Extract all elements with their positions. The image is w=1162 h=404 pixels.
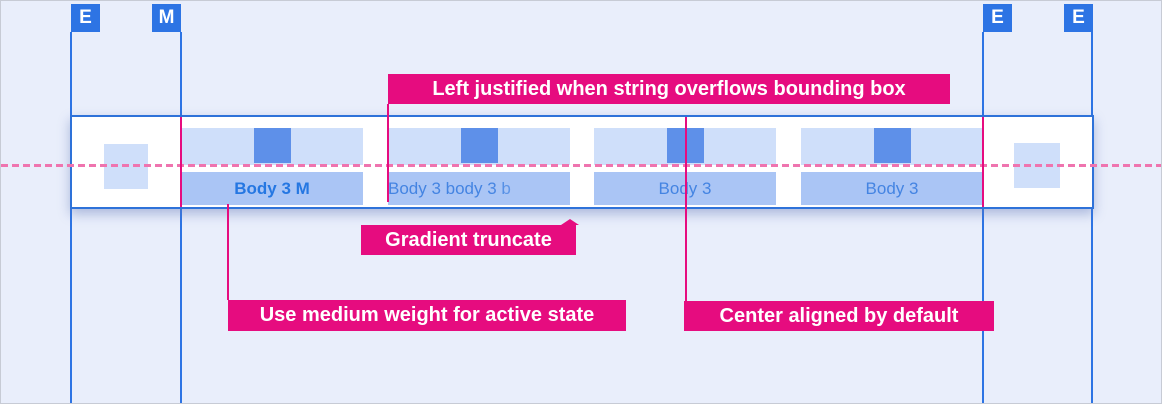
tab-item-default-2[interactable]: Body 3 — [801, 128, 983, 205]
annotation-left-justified: Left justified when string overflows bou… — [388, 74, 950, 104]
marker-e-left-outer: E — [71, 4, 100, 32]
tab-label-text: Body 3 body 3 b — [388, 179, 511, 198]
dashed-centerline — [1, 164, 1161, 167]
margin-line-left — [180, 117, 182, 207]
marker-m-left: M — [152, 4, 181, 32]
marker-e-right-outer: E — [1064, 4, 1093, 32]
tab-item-truncated[interactable]: Body 3 body 3 b — [388, 128, 570, 205]
tab-label: Body 3 — [801, 172, 983, 205]
tab-icon-area — [388, 128, 570, 165]
annotation-medium-weight: Use medium weight for active state — [228, 300, 626, 331]
tab-icon — [874, 128, 911, 163]
margin-line-right — [982, 117, 984, 207]
annotation-center-aligned: Center aligned by default — [684, 301, 994, 331]
pointer-up-icon — [561, 219, 579, 225]
gridline-margin-right — [982, 32, 984, 403]
tab-icon — [461, 128, 498, 163]
tab-icon-area — [181, 128, 363, 165]
connector-left-justified — [387, 104, 389, 202]
gridline-edge-left — [70, 32, 72, 403]
annotation-gradient-truncate: Gradient truncate — [361, 219, 579, 255]
gradient-truncate-fade — [492, 172, 570, 205]
tab-label: Body 3 M — [181, 172, 363, 205]
tab-icon — [254, 128, 291, 163]
annotation-gradient-truncate-text: Gradient truncate — [385, 229, 552, 251]
tab-label: Body 3 body 3 b — [388, 172, 570, 205]
tab-item-active[interactable]: Body 3 M — [181, 128, 363, 205]
gridline-margin-left — [180, 32, 182, 403]
gridline-edge-right — [1091, 32, 1093, 403]
connector-medium-weight — [227, 204, 229, 300]
marker-e-right-inner: E — [983, 4, 1012, 32]
connector-center-aligned — [685, 117, 687, 301]
tab-icon-area — [801, 128, 983, 165]
